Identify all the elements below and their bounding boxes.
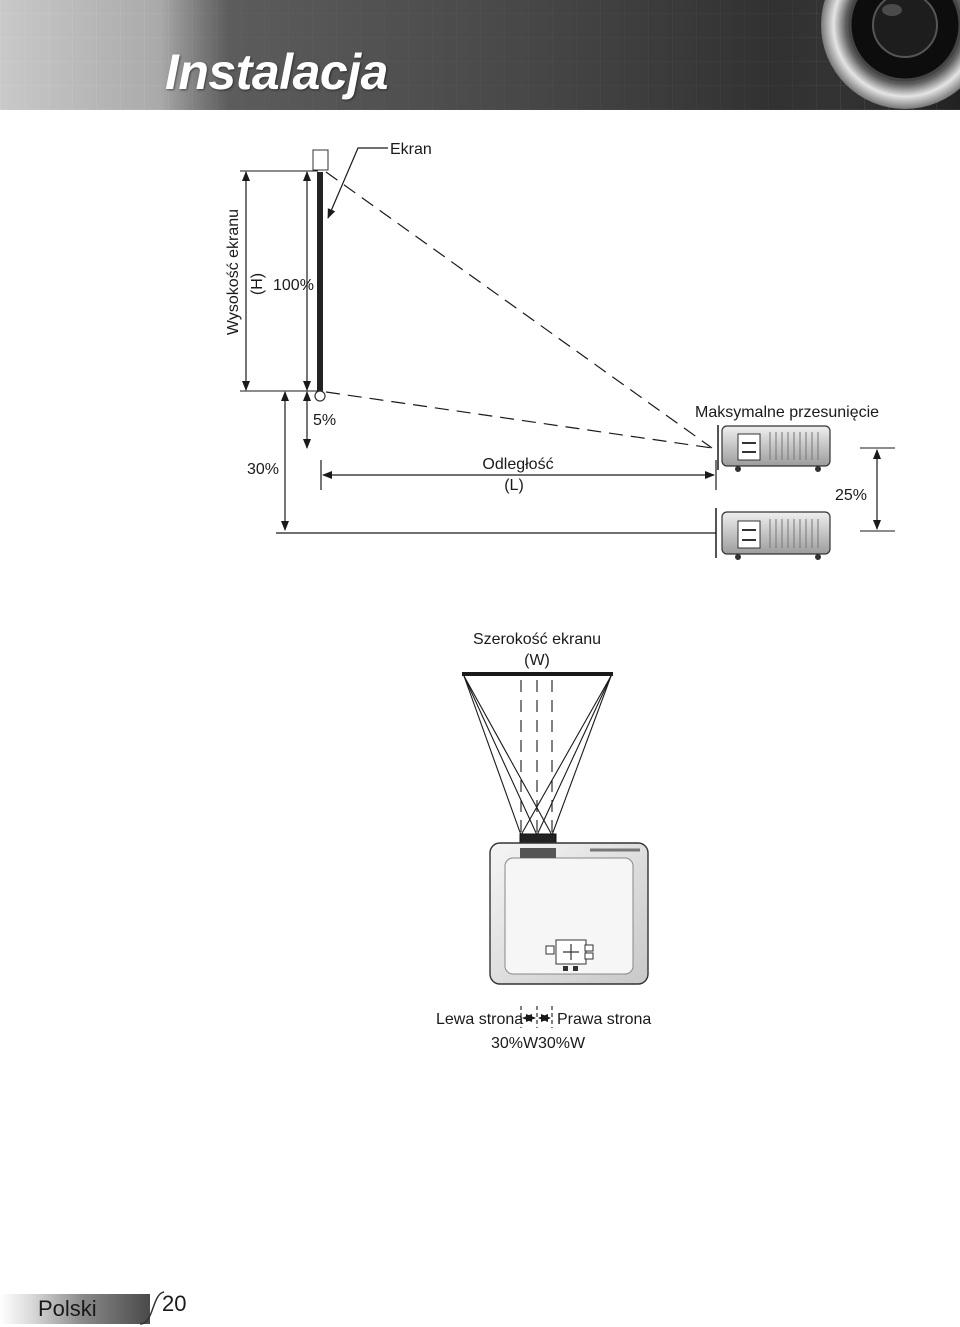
screen-mount <box>312 149 329 171</box>
shift-dashed-lines <box>520 1006 553 1028</box>
left-shift-value: 30%W <box>491 1035 539 1052</box>
page-title: Instalacja <box>165 44 388 100</box>
screen-height-label: Wysokość ekranu <box>225 209 242 335</box>
right-shift-value: 30%W <box>538 1035 586 1052</box>
projector-top-view-icon <box>489 833 649 985</box>
header-title-band <box>160 0 850 110</box>
percent-30-label: 30% <box>247 461 279 478</box>
projector-lower-icon <box>715 508 831 560</box>
projection-dashed-bottom <box>325 391 713 449</box>
page-header: Instalacja <box>0 0 960 110</box>
screen-width-label: Szerokość ekranu <box>473 631 601 648</box>
percent-25-label: 25% <box>835 487 867 504</box>
center-dashed-lines <box>520 680 553 835</box>
footer-tab-curve <box>140 1291 165 1325</box>
footer-language-tab <box>0 1294 150 1324</box>
distance-symbol: (L) <box>504 477 524 494</box>
percent-5-label: 5% <box>313 412 336 429</box>
distance-label: Odległość <box>482 456 553 473</box>
max-shift-label: Maksymalne przesunięcie <box>695 404 879 421</box>
top-view-diagram: Szerokość ekranu (W) Lewa strona Prawa s… <box>436 631 651 1052</box>
left-side-label: Lewa strona <box>436 1011 523 1028</box>
screen-pointer-line <box>327 147 388 219</box>
screen-width-symbol: (W) <box>524 652 550 669</box>
screen-label: Ekran <box>390 141 432 158</box>
right-side-label: Prawa strona <box>557 1011 651 1028</box>
side-view-diagram: Ekran Wysokość ekranu (H) 100% 5% 30% Od… <box>225 141 895 560</box>
page-number: 20 <box>162 1291 187 1316</box>
screen-height-symbol: (H) <box>249 273 266 295</box>
percent-100-label: 100% <box>273 277 314 294</box>
projection-dashed-top <box>325 171 713 449</box>
projector-upper-icon <box>717 425 831 472</box>
screen-bottom-pivot <box>314 390 326 402</box>
footer-language: Polski <box>38 1296 97 1321</box>
projector-lens-icon <box>821 0 960 109</box>
